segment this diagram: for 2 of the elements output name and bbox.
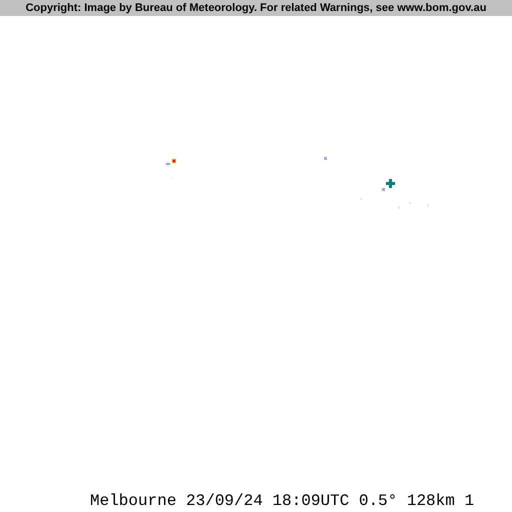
radar-info-caption: Melbourne 23/09/24 18:09UTC 0.5° 128km 1 [90,492,474,510]
copyright-banner: Copyright: Image by Bureau of Meteorology. For related Warnings, see www.bom.gov.au [0,0,512,16]
